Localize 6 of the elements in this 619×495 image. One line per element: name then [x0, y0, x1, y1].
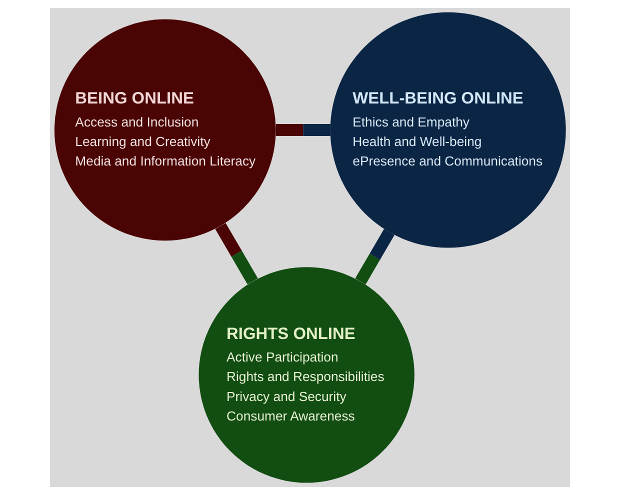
node-circle: RIGHTS ONLINE Active Participation Rights and Responsibilities Privacy and Security Consumer Awareness	[198, 267, 414, 483]
connector	[354, 228, 394, 284]
node-circle: BEING ONLINE Access and Inclusion Learning and Creativity Media and Information Literacy	[54, 19, 276, 241]
node-circle: WELL-BEING ONLINE Ethics and Empathy Health and Well-being ePresence and Communications	[330, 12, 566, 248]
connector	[275, 124, 330, 136]
connector	[214, 222, 258, 284]
